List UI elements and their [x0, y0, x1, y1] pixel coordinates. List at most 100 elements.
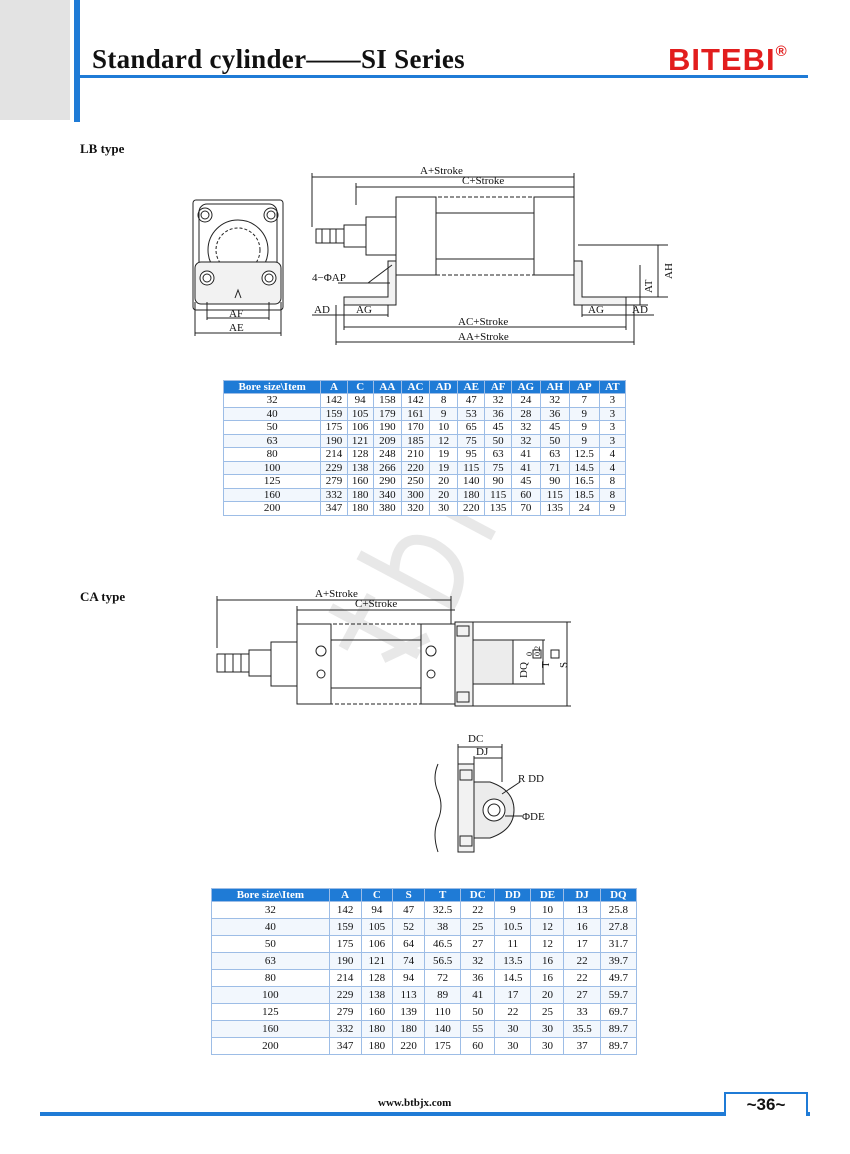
lb-table-cell: 90	[484, 474, 512, 489]
lb-table-cell: 16.5	[568, 474, 600, 489]
ca-table-cell: 89.7	[599, 1020, 638, 1038]
ca-table-cell: 10.5	[494, 918, 532, 936]
lb-table-cell: 160	[222, 487, 322, 502]
lb-table-cell: 65	[457, 420, 486, 435]
lb-table-cell: 45	[510, 474, 541, 489]
ca-header-cell: DQ	[599, 888, 638, 902]
lb-table-cell: 209	[372, 433, 402, 448]
lb-table-cell: 60	[510, 487, 541, 502]
lb-table-cell: 105	[346, 406, 374, 421]
lb-table-cell: 9	[568, 406, 600, 421]
lb-table-cell: 248	[372, 447, 402, 462]
lb-table-cell: 63	[222, 433, 322, 448]
ca-table-cell: 279	[328, 1003, 362, 1021]
ca-c-stroke-label: C+Stroke	[355, 598, 397, 610]
lb-table-cell: 180	[346, 501, 374, 516]
ca-table-cell: 180	[392, 1020, 425, 1038]
lb-table-cell: 19	[429, 447, 459, 462]
lb-table-cell: 159	[320, 406, 348, 421]
lb-table-cell: 32	[222, 393, 322, 408]
lb-table-cell: 24	[568, 501, 600, 516]
ca-table-cell: 63	[211, 952, 330, 970]
ca-table-cell: 89	[423, 986, 462, 1004]
af-dim-label: AF	[229, 308, 243, 320]
lb-table-cell: 24	[510, 393, 541, 408]
lb-table-cell: 142	[320, 393, 348, 408]
ca-table-cell: 60	[460, 1037, 496, 1055]
lb-table-cell: 36	[539, 406, 570, 421]
ca-table-cell: 30	[494, 1020, 532, 1038]
ca-table-cell: 39.7	[599, 952, 638, 970]
ca-table-cell: 36	[460, 969, 496, 987]
lb-table-cell: 53	[457, 406, 486, 421]
ca-table-cell: 160	[360, 1003, 394, 1021]
ca-table-cell: 220	[392, 1037, 425, 1055]
ca-header-cell: A	[328, 888, 362, 902]
lb-table-cell: 115	[484, 487, 512, 502]
ca-table-cell: 22	[563, 969, 601, 987]
lb-table-cell: 47	[457, 393, 486, 408]
lb-header-cell: AE	[457, 380, 486, 394]
dq-tolerance-top: 0	[525, 652, 534, 656]
lb-table-cell: 41	[510, 447, 541, 462]
lb-table-cell: 32	[539, 393, 570, 408]
ca-table-cell: 30	[494, 1037, 532, 1055]
lb-table-cell: 70	[510, 501, 541, 516]
ca-table-cell: 32	[460, 952, 496, 970]
lb-table-cell: 50	[539, 433, 570, 448]
lb-table-cell: 214	[320, 447, 348, 462]
ca-table-cell: 22	[460, 901, 496, 919]
lb-table-cell: 50	[222, 420, 322, 435]
ae-dim-label: AE	[229, 322, 244, 334]
ca-table-cell: 25.8	[599, 901, 638, 919]
lb-header-cell: AH	[539, 380, 570, 394]
lb-table-cell: 8	[598, 487, 627, 502]
ca-table-cell: 128	[360, 969, 394, 987]
lb-table-cell: 300	[400, 487, 431, 502]
dq-dim-label: DQ	[518, 662, 530, 678]
ad-left-dim-label: AD	[314, 304, 330, 316]
header-vertical-rule	[74, 0, 80, 122]
lb-table-cell: 12	[429, 433, 459, 448]
ad-right-dim-label: AD	[632, 304, 648, 316]
t-dim-label: T	[540, 661, 552, 668]
lb-table-cell: 75	[484, 460, 512, 475]
lb-header-cell: AC	[400, 380, 431, 394]
ca-table-cell: 121	[360, 952, 394, 970]
lb-table-cell: 9	[598, 501, 627, 516]
ca-table-cell: 17	[563, 935, 601, 953]
ag-right-dim-label: AG	[588, 304, 604, 316]
lb-table-cell: 115	[539, 487, 570, 502]
lb-header-cell: AT	[598, 380, 627, 394]
lb-table-cell: 41	[510, 460, 541, 475]
lb-header-cell: AP	[568, 380, 600, 394]
lb-front-view-drawing: AF AE	[192, 199, 284, 336]
lb-table-cell: 200	[222, 501, 322, 516]
ca-table-cell: 80	[211, 969, 330, 987]
ca-table-cell: 37	[563, 1037, 601, 1055]
ca-table-cell: 74	[392, 952, 425, 970]
ca-table-cell: 10	[530, 901, 565, 919]
ca-table-cell: 160	[211, 1020, 330, 1038]
rdd-dim-label: R DD	[518, 773, 544, 785]
lb-table-cell: 90	[539, 474, 570, 489]
lb-table-cell: 170	[400, 420, 431, 435]
ca-table-cell: 25	[530, 1003, 565, 1021]
ca-header-cell: DE	[530, 888, 565, 902]
lb-table-cell: 279	[320, 474, 348, 489]
lb-table-cell: 161	[400, 406, 431, 421]
page-number: ~36~	[724, 1092, 808, 1116]
ag-left-dim-label: AG	[356, 304, 372, 316]
ca-table-cell: 110	[423, 1003, 462, 1021]
lb-table-cell: 9	[568, 420, 600, 435]
lb-table-cell: 138	[346, 460, 374, 475]
header-horizontal-rule	[74, 75, 808, 78]
lb-table-cell: 160	[346, 474, 374, 489]
